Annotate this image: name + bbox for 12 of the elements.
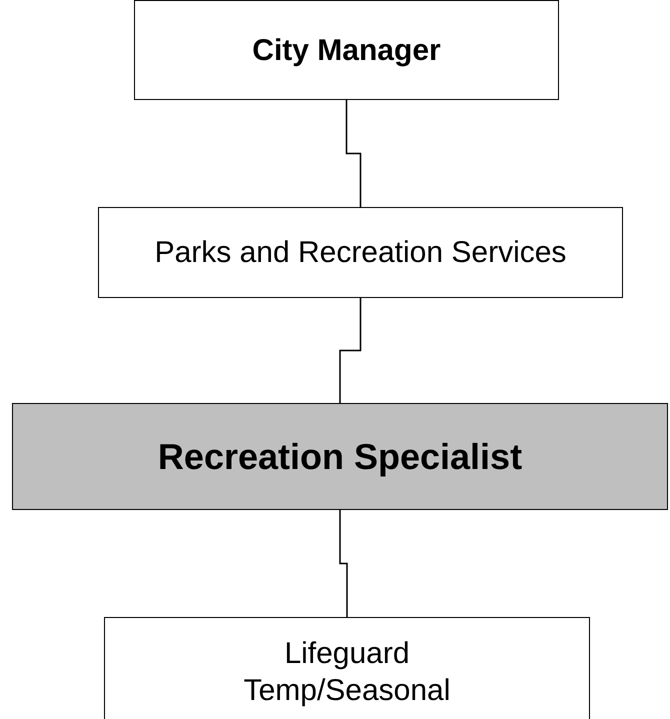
connector-line — [346, 100, 362, 207]
box-label: Lifeguard — [284, 636, 410, 672]
connector-line — [339, 510, 348, 617]
org-box — [98, 207, 623, 298]
org-box — [134, 0, 559, 100]
box-label: City Manager — [252, 32, 441, 68]
org-box — [12, 403, 668, 510]
org-box — [104, 617, 590, 719]
box-label: Temp/Seasonal — [244, 673, 450, 709]
box-label: Parks and Recreation Services — [154, 235, 566, 271]
box-label: Recreation Specialist — [158, 434, 522, 478]
connector-line — [339, 298, 362, 403]
